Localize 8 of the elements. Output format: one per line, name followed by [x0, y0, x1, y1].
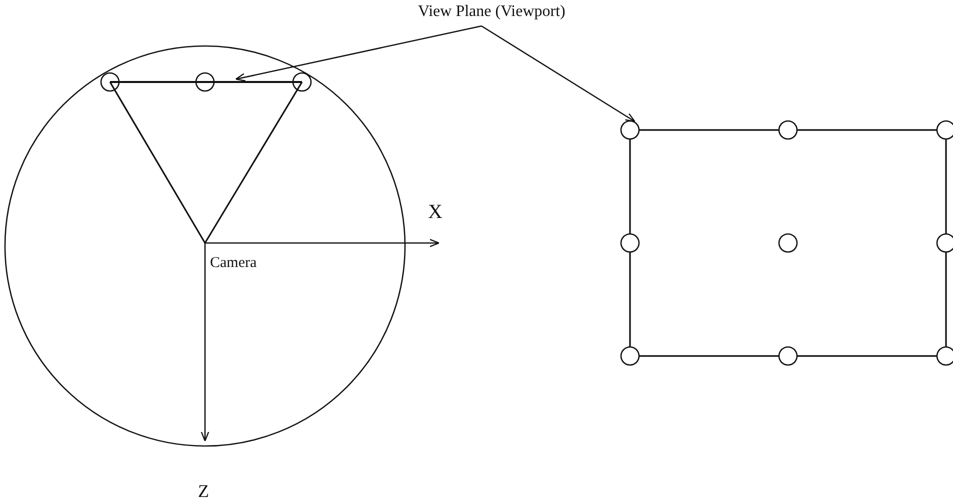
leader-arrow — [235, 25, 482, 82]
view-plane-line — [110, 81, 302, 83]
viewport-grid-drawing — [620, 120, 953, 366]
callout-label: View Plane (Viewport) — [418, 4, 566, 20]
axis-label: Z — [198, 482, 209, 500]
camera-label: Camera — [210, 256, 257, 271]
leader-arrow — [481, 25, 636, 122]
axis-label: X — [428, 202, 442, 222]
